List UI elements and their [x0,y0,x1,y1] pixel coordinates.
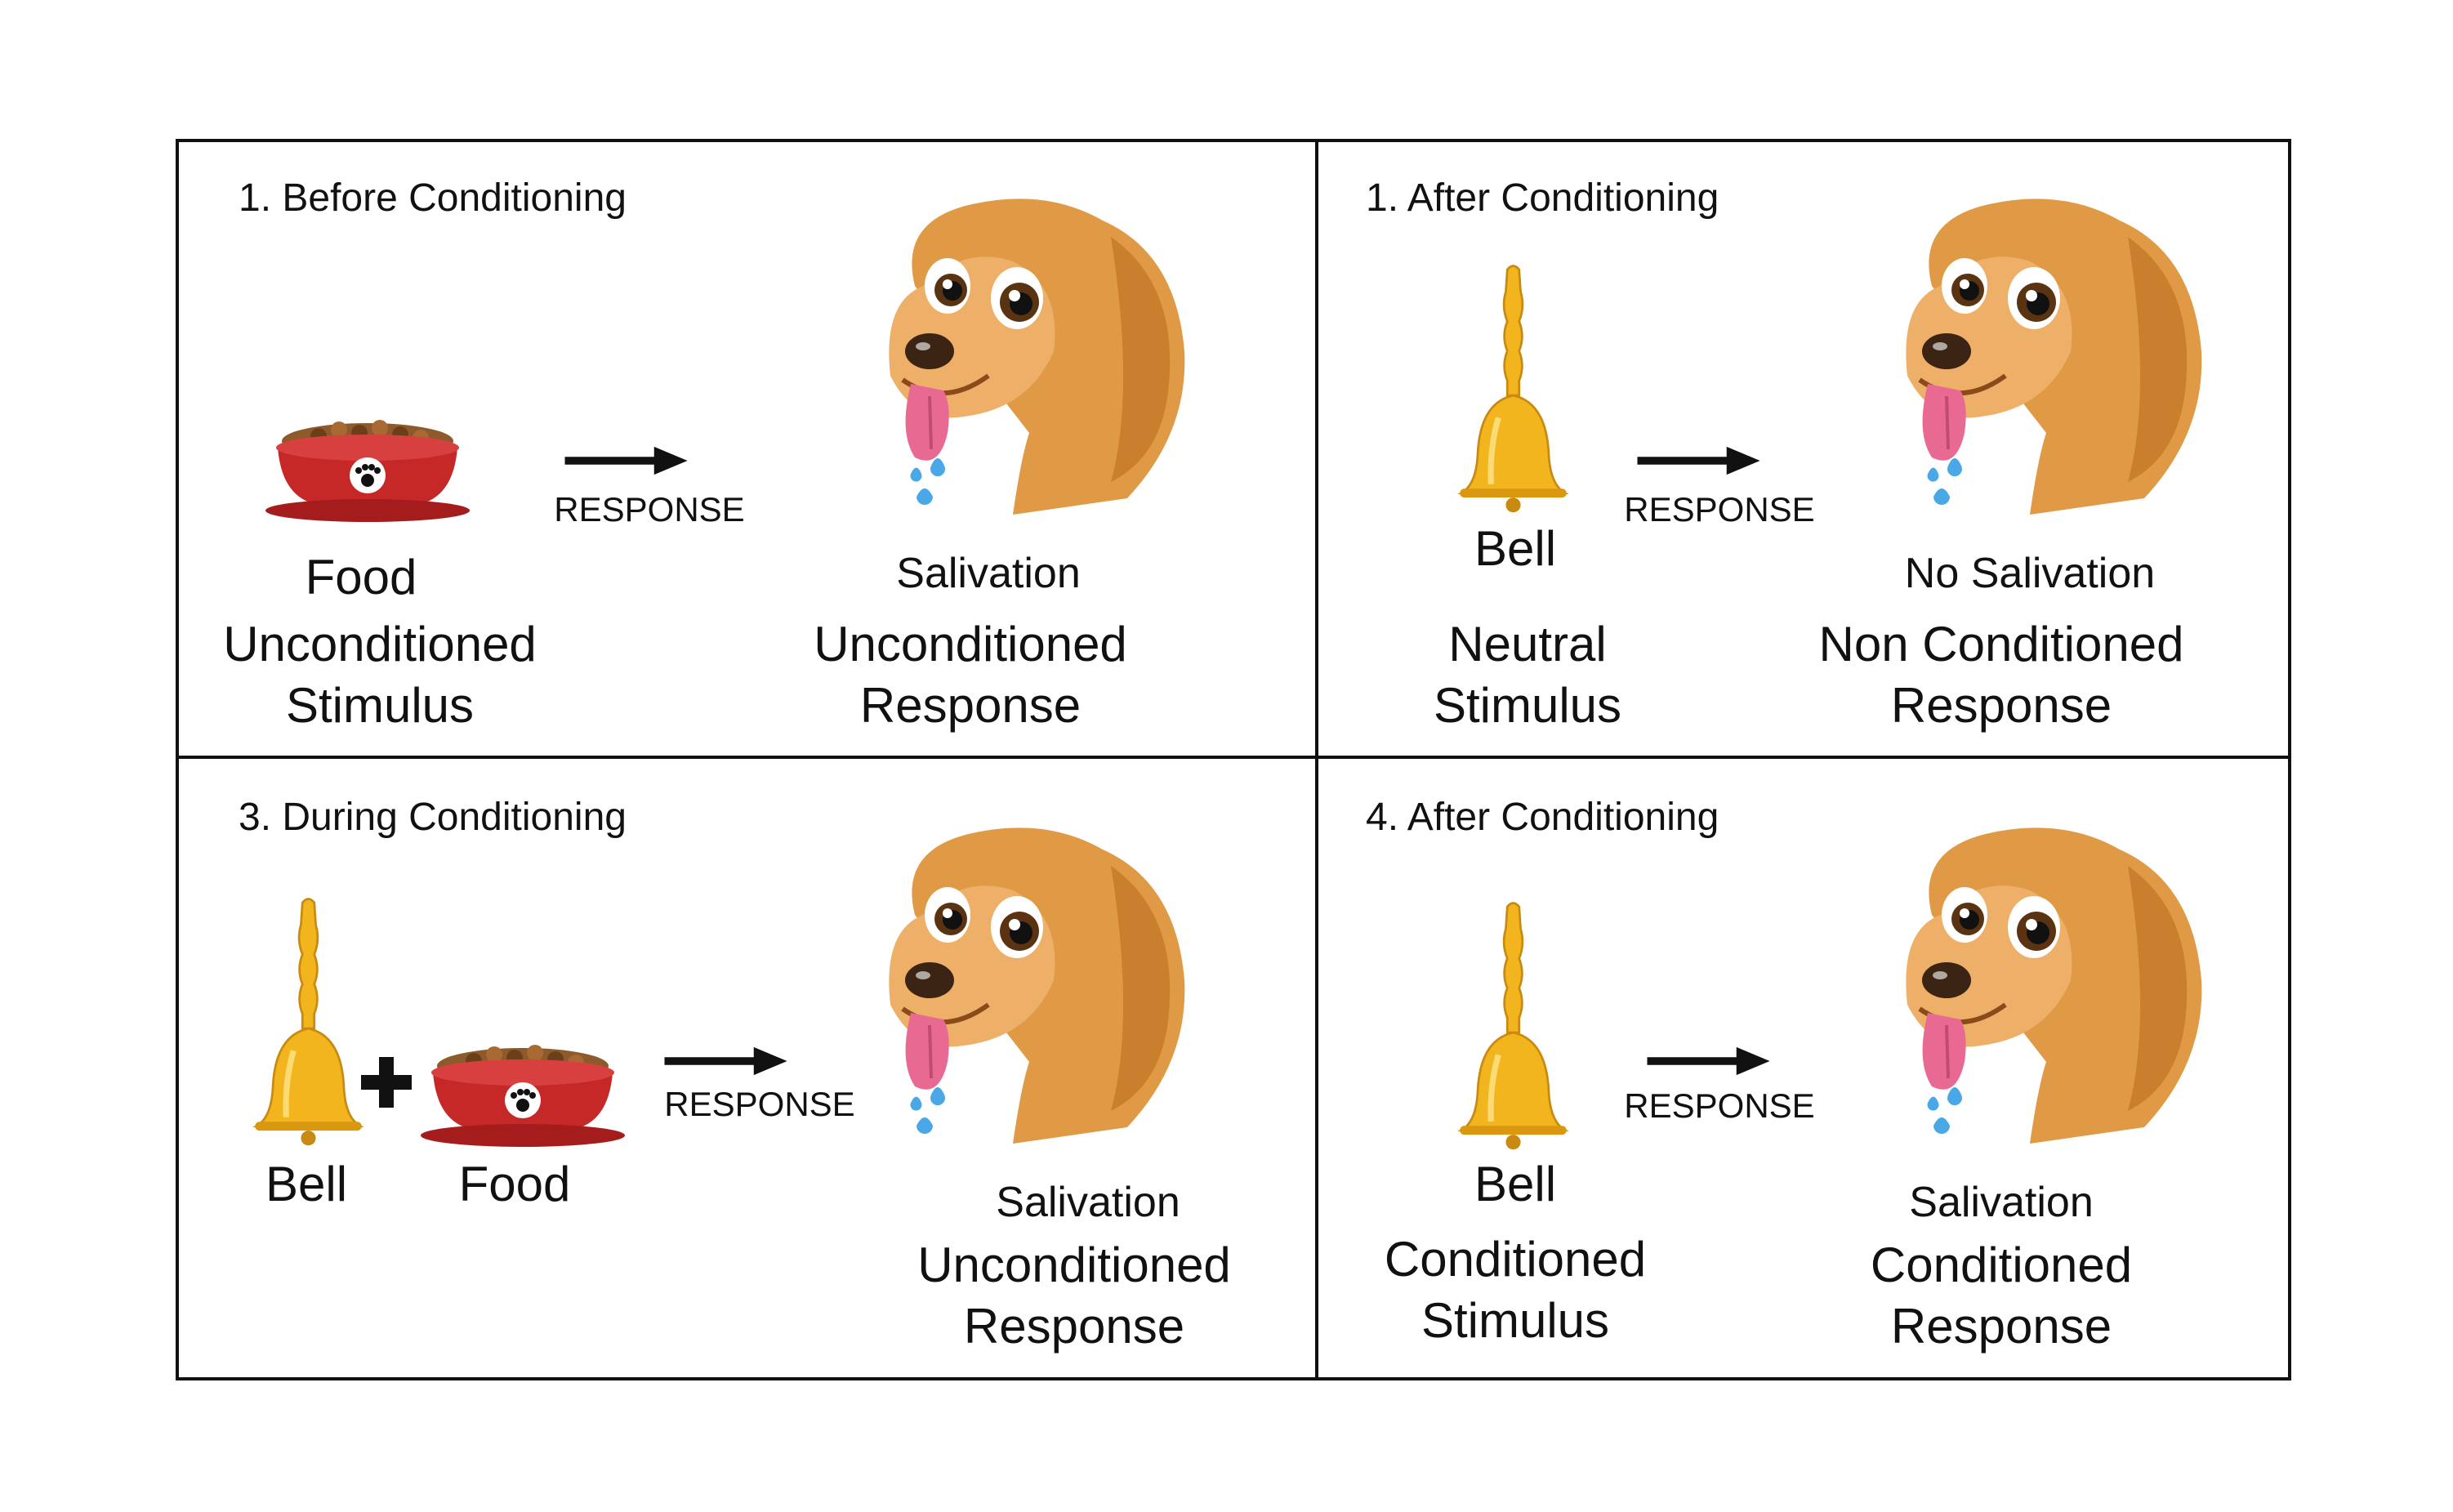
food-bowl-icon [417,1033,629,1148]
panel-3-stimulus-word-food: Food [458,1157,571,1211]
panel-4-response-type-2: Response [1890,1299,2112,1354]
panel-1-response-type-2: Response [859,678,1082,733]
panel-2-response-word: No Salivation [1904,550,2156,597]
panel-1-stimulus-type-1: Unconditioned [223,617,537,671]
panel-3-response-type-2: Response [963,1299,1185,1354]
panel-3-response-type-1: Unconditioned [917,1238,1231,1292]
panel-1-response-type-1: Unconditioned [814,617,1127,671]
panel-4-title: 4. After Conditioning [1366,796,1719,839]
plus-icon [361,1057,412,1108]
bell-icon [1454,253,1572,523]
dog-icon [1883,188,2210,531]
panel-4-stimulus-type-1: Conditioned [1384,1232,1647,1287]
panel-2-arrow-label: RESPONSE [1624,490,1815,529]
panel-1-arrow-label: RESPONSE [554,490,745,529]
panel-4-stimulus-type-2: Stimulus [1421,1293,1610,1348]
panel-4-arrow-label: RESPONSE [1624,1086,1815,1125]
dog-icon [866,188,1193,531]
panel-2-response-type-2: Response [1890,678,2112,733]
arrow-icon [1636,445,1763,476]
arrow-icon [1646,1046,1773,1077]
arrow-icon [564,445,690,476]
panel-3-title: 3. During Conditioning [239,796,627,839]
panel-2-response-type-1: Non Conditioned [1818,617,2184,671]
horizontal-divider [176,756,2291,759]
dog-icon [1883,817,2210,1160]
panel-3-stimulus-word-bell: Bell [265,1157,348,1211]
bell-icon [249,886,368,1156]
panel-2-stimulus-word: Bell [1474,521,1557,576]
panel-3-arrow-label: RESPONSE [664,1085,855,1123]
arrow-icon [663,1046,790,1077]
panel-1-response-word: Salivation [896,550,1081,597]
panel-2-stimulus-type-2: Stimulus [1433,678,1622,733]
food-bowl-icon [261,408,474,523]
panel-1-title: 1. Before Conditioning [239,176,627,220]
panel-2-title: 1. After Conditioning [1366,176,1719,220]
panel-4-response-type-1: Conditioned [1870,1238,2133,1292]
panel-2-stimulus-type-1: Neutral [1448,617,1607,671]
panel-1-stimulus-word: Food [305,550,417,604]
diagram-frame [176,139,2291,1380]
panel-4-stimulus-word: Bell [1474,1157,1557,1211]
panel-4-response-word: Salivation [1909,1179,2094,1226]
vertical-divider [1315,139,1318,1380]
panel-1-stimulus-type-2: Stimulus [285,678,475,733]
dog-icon [866,817,1193,1160]
bell-icon [1454,890,1572,1160]
panel-3-response-word: Salivation [996,1179,1180,1226]
